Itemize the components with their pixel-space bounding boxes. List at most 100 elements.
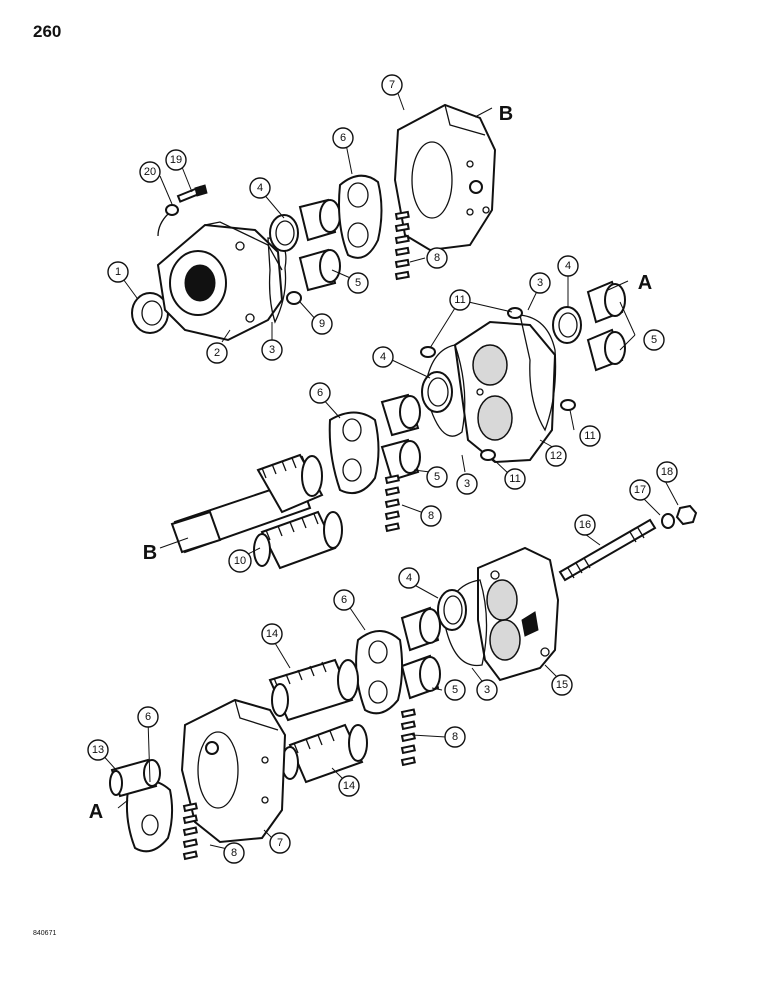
callout-5: 5 xyxy=(643,329,665,351)
callout-4: 4 xyxy=(249,177,271,199)
dowel-pins-middle xyxy=(420,307,576,461)
drive-shaft-gear xyxy=(170,453,324,554)
callout-12: 12 xyxy=(545,445,567,467)
svg-text:6: 6 xyxy=(145,711,151,723)
callout-4: 4 xyxy=(372,346,394,368)
callout-3: 3 xyxy=(476,679,498,701)
coupling-shaft xyxy=(109,758,161,798)
svg-text:4: 4 xyxy=(565,260,571,272)
svg-text:17: 17 xyxy=(634,484,646,496)
svg-text:5: 5 xyxy=(452,684,458,696)
bolt-and-washer xyxy=(157,184,208,237)
svg-text:14: 14 xyxy=(343,780,355,792)
svg-text:3: 3 xyxy=(537,277,543,289)
svg-text:3: 3 xyxy=(464,478,470,490)
callout-6: 6 xyxy=(137,706,159,728)
callout-16: 16 xyxy=(574,514,596,536)
wear-plate-middle xyxy=(328,411,380,494)
o-ring-middle-left xyxy=(421,371,453,413)
callout-8: 8 xyxy=(426,247,448,269)
callout-19: 19 xyxy=(165,149,187,171)
svg-text:1: 1 xyxy=(115,266,121,278)
callout-1: 1 xyxy=(107,261,129,283)
callout-3: 3 xyxy=(261,339,283,361)
callout-7: 7 xyxy=(269,832,291,854)
svg-text:12: 12 xyxy=(550,450,562,462)
bearings-middle-left xyxy=(380,393,421,482)
svg-text:10: 10 xyxy=(234,555,246,567)
callout-20: 20 xyxy=(139,161,161,183)
callout-4: 4 xyxy=(557,255,579,277)
reference-a-top: A xyxy=(638,272,652,294)
callout-18: 18 xyxy=(656,461,678,483)
svg-text:2: 2 xyxy=(214,347,220,359)
callout-2: 2 xyxy=(206,342,228,364)
svg-text:4: 4 xyxy=(380,351,386,363)
page-number: 260 xyxy=(33,22,62,41)
center-housing xyxy=(453,320,557,464)
svg-text:11: 11 xyxy=(584,430,595,442)
callout-11: 11 xyxy=(579,425,601,447)
svg-text:8: 8 xyxy=(231,847,237,859)
svg-text:6: 6 xyxy=(341,594,347,606)
seal-strips-bottom-right xyxy=(400,708,416,767)
reference-a-bottom: A xyxy=(89,801,103,823)
gear-housing-top xyxy=(393,103,497,252)
callout-11: 11 xyxy=(504,468,526,490)
stud xyxy=(558,518,657,582)
callout-6: 6 xyxy=(332,127,354,149)
o-ring-middle-right xyxy=(552,306,582,344)
mounting-flange xyxy=(156,221,284,342)
svg-text:8: 8 xyxy=(428,510,434,522)
gasket-middle-left xyxy=(424,344,466,437)
svg-text:16: 16 xyxy=(579,519,591,531)
svg-text:11: 11 xyxy=(454,294,465,306)
svg-text:4: 4 xyxy=(257,182,263,194)
callout-11: 11 xyxy=(449,289,471,311)
callout-9: 9 xyxy=(311,313,333,335)
svg-text:13: 13 xyxy=(92,744,104,756)
callout-3: 3 xyxy=(456,473,478,495)
svg-text:5: 5 xyxy=(355,277,361,289)
callout-7: 7 xyxy=(381,74,403,96)
wear-plate-top xyxy=(338,174,383,259)
callout-5: 5 xyxy=(426,466,448,488)
bearings-bottom xyxy=(400,606,441,700)
end-cover xyxy=(477,546,560,682)
svg-text:19: 19 xyxy=(170,154,182,166)
callout-8: 8 xyxy=(444,726,466,748)
seal-strips-top xyxy=(394,210,410,281)
svg-text:5: 5 xyxy=(434,471,440,483)
svg-text:6: 6 xyxy=(317,387,323,399)
seal-strips-middle xyxy=(384,474,400,533)
callout-14: 14 xyxy=(261,623,283,645)
svg-text:3: 3 xyxy=(269,344,275,356)
reference-b-top: B xyxy=(499,103,513,125)
svg-text:15: 15 xyxy=(556,679,568,691)
leader-lines xyxy=(99,87,679,851)
bearings-top xyxy=(298,198,341,292)
driven-gear-bottom xyxy=(281,723,368,784)
bearings-middle-right xyxy=(586,280,626,372)
washer xyxy=(661,513,675,529)
svg-text:6: 6 xyxy=(340,132,346,144)
svg-text:3: 3 xyxy=(484,684,490,696)
wear-plate-bottom xyxy=(355,630,404,715)
drive-gear-bottom xyxy=(268,658,359,722)
o-ring-bottom xyxy=(437,589,467,631)
svg-text:8: 8 xyxy=(434,252,440,264)
callout-13: 13 xyxy=(87,739,109,761)
callout-10: 10 xyxy=(228,549,252,573)
svg-text:4: 4 xyxy=(406,572,412,584)
callout-4: 4 xyxy=(398,567,420,589)
callout-8: 8 xyxy=(223,842,245,864)
dowel-pin-top xyxy=(286,291,302,305)
callout-6: 6 xyxy=(309,382,331,404)
callout-5: 5 xyxy=(347,272,369,294)
reference-b-middle: B xyxy=(143,542,157,564)
gear-housing-bottom xyxy=(180,698,287,844)
svg-text:5: 5 xyxy=(651,334,657,346)
driven-gear-middle xyxy=(253,510,343,570)
seal-strips-bottom-left xyxy=(182,802,198,861)
